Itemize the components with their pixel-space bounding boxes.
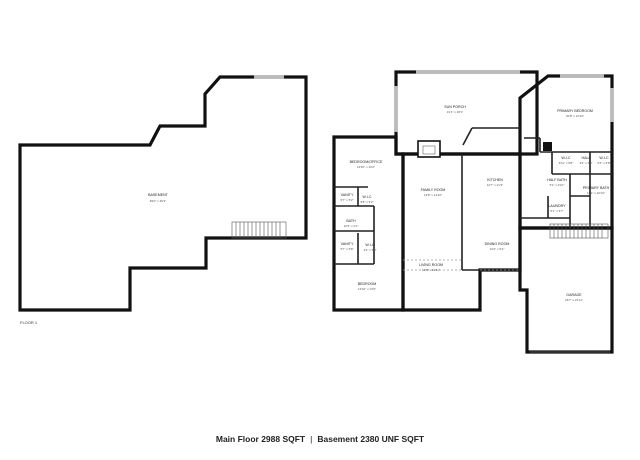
room-bedroom-office: BEDROOM/OFFICE bbox=[350, 160, 383, 164]
svg-text:13'10" x 10'2": 13'10" x 10'2" bbox=[357, 165, 375, 169]
main-floor-plan: SUN PORCH 31'1" x 18'1" PRIMARY BEDROOM … bbox=[332, 70, 614, 354]
garage-outline bbox=[518, 226, 614, 354]
basement-stairs bbox=[231, 221, 287, 239]
svg-text:5'8" x 5'2": 5'8" x 5'2" bbox=[360, 200, 373, 204]
svg-text:11'1" x 10'10": 11'1" x 10'10" bbox=[587, 191, 605, 195]
column bbox=[543, 142, 552, 151]
basement-label: BASEMENT bbox=[148, 193, 169, 197]
svg-text:3'2" x 6'8": 3'2" x 6'8" bbox=[579, 161, 592, 165]
svg-text:5'1" x 5'7": 5'1" x 5'7" bbox=[550, 209, 563, 213]
room-dining-room: DINING ROOM bbox=[485, 242, 510, 246]
room-wic-left: W-I-C bbox=[362, 195, 372, 199]
room-bedroom: BEDROOM bbox=[358, 282, 377, 286]
svg-text:12'7" x 21'3": 12'7" x 21'3" bbox=[487, 183, 503, 187]
interior-walls bbox=[334, 127, 612, 271]
room-primary-bath: PRIMARY BATH bbox=[583, 186, 610, 190]
caption-separator: | bbox=[310, 434, 313, 444]
svg-text:31'1" x 18'1": 31'1" x 18'1" bbox=[447, 110, 463, 114]
room-family-room: FAMILY ROOM bbox=[421, 188, 446, 192]
svg-text:4'4" x 5'8": 4'4" x 5'8" bbox=[363, 248, 376, 252]
room-half-bath: HALF BATH bbox=[547, 178, 567, 182]
room-labels: SUN PORCH 31'1" x 18'1" PRIMARY BEDROOM … bbox=[340, 105, 610, 302]
svg-text:5'1" x 4'10": 5'1" x 4'10" bbox=[550, 183, 565, 187]
sun-porch-outline bbox=[394, 70, 539, 156]
room-primary-bedroom: PRIMARY BEDROOM bbox=[557, 109, 593, 113]
floor-tag: FLOOR 1 bbox=[20, 320, 38, 325]
svg-text:5'7" x 5'8": 5'7" x 5'8" bbox=[340, 247, 353, 251]
basement-outline bbox=[18, 75, 308, 312]
svg-text:20'8" x 13'10": 20'8" x 13'10" bbox=[566, 114, 584, 118]
room-vanity-top: VANITY bbox=[341, 193, 354, 197]
svg-text:6'11" x 6'8": 6'11" x 6'8" bbox=[559, 161, 574, 165]
room-wic-b: W-I-C bbox=[599, 156, 609, 160]
svg-text:19'8" x 19'11": 19'8" x 19'11" bbox=[422, 268, 440, 272]
room-garage: GARAGE bbox=[566, 293, 582, 297]
svg-text:10'3" x 4'1": 10'3" x 4'1" bbox=[344, 224, 359, 228]
main-floor-stairs bbox=[549, 223, 609, 239]
room-living-room: LIVING ROOM bbox=[419, 263, 443, 267]
svg-text:26'7" x 21'11": 26'7" x 21'11" bbox=[565, 298, 583, 302]
svg-text:5'7" x 5'2": 5'7" x 5'2" bbox=[340, 198, 353, 202]
fireplace bbox=[417, 140, 441, 158]
room-vanity-bottom: VANITY bbox=[341, 242, 354, 246]
svg-text:13'4" x 9'2": 13'4" x 9'2" bbox=[490, 247, 505, 251]
basement-area: Basement 2380 UNF SQFT bbox=[317, 434, 425, 444]
main-floor-area: Main Floor 2988 SQFT bbox=[215, 434, 306, 444]
svg-text:5'4" x 6'8": 5'4" x 6'8" bbox=[597, 161, 610, 165]
room-sun-porch: SUN PORCH bbox=[444, 105, 466, 109]
room-kitchen: KITCHEN bbox=[487, 178, 503, 182]
room-bath: BATH bbox=[346, 219, 356, 223]
room-hall: HALL bbox=[582, 156, 591, 160]
basement-plan: BASEMENT 83'0" x 36'3" FLOOR 1 bbox=[18, 75, 308, 325]
room-laundry: LAUNDRY bbox=[548, 204, 566, 208]
area-caption: Main Floor 2988 SQFT | Basement 2380 UNF S… bbox=[0, 434, 640, 444]
svg-text:19'8" x 14'10": 19'8" x 14'10" bbox=[424, 193, 442, 197]
room-wic-a: W-I-C bbox=[561, 156, 571, 160]
room-wic-bottom: W-I-C bbox=[365, 243, 375, 247]
svg-text:13'10" x 13'0": 13'10" x 13'0" bbox=[358, 287, 376, 291]
basement-dims: 83'0" x 36'3" bbox=[150, 199, 166, 203]
